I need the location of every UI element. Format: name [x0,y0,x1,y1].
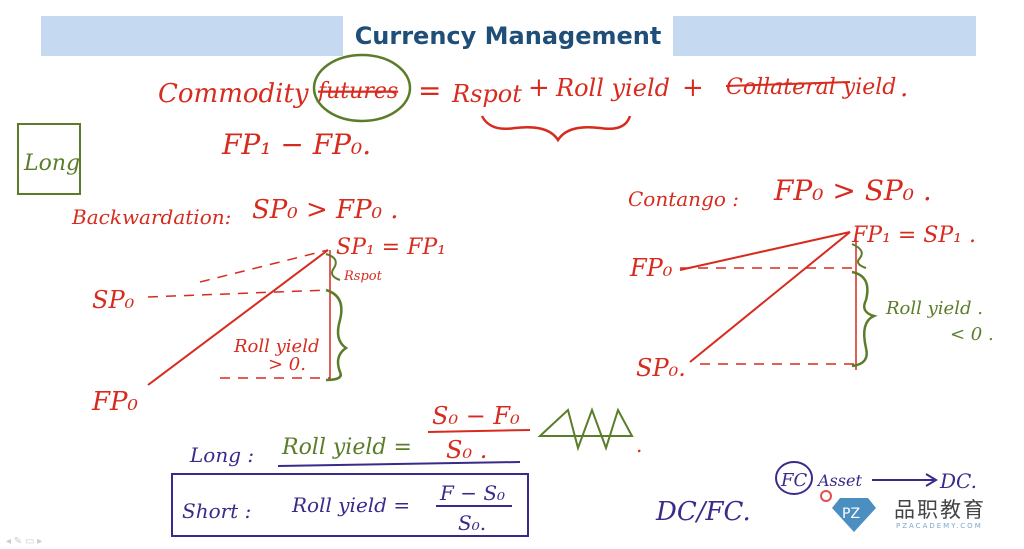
ct-fp0: FP₀ [629,254,673,282]
pointer-dot-icon [820,490,832,502]
eq-plus-1: + [528,73,550,103]
logo-name: 品职教育 [894,498,986,522]
arrow-head-icon [925,473,938,487]
eq-equals: = [418,74,441,107]
bw-fp0: FP₀ [91,387,139,417]
pz-diamond-icon: PZ [832,498,876,532]
long-underline [277,461,521,467]
bw-sp-dash-2 [147,289,329,298]
bw-fp-line [147,249,329,386]
eq-collateral-yield: Collateral yield [726,75,896,100]
slide-nav-controls[interactable]: ◂ ✎ ▭ ▸ [6,536,43,547]
eq-dot: . [900,73,908,103]
ct-fp-line [679,231,851,271]
long-label: Long : [189,443,254,467]
fp-difference: FP₁ − FP₀. [221,128,371,161]
futures-circle [312,53,412,123]
eq-commodity: Commodity [158,79,309,109]
ct-top-brace [851,243,867,269]
fc-asset: Asset [816,471,862,490]
short-box [171,473,529,537]
svg-text:PZ: PZ [842,506,860,522]
dc-fc-label: DC/FC. [655,497,751,527]
long-fraction-bar [427,429,531,433]
ct-sp0: SP₀. [636,354,686,382]
header-bar-left [41,16,343,56]
eq-roll-yield: Roll yield [555,74,670,102]
header-bar-right [673,16,976,56]
slide-title: Currency Management [354,22,662,50]
collateral-strike [725,81,851,87]
eq-plus-2: + [682,73,704,103]
long-box-label: Long [23,151,80,176]
stars-dot: . [636,433,642,457]
roll-yield-brace [480,115,632,143]
long-denominator: S₀ . [446,436,487,464]
bw-rspot-brace [325,253,341,281]
bw-sp1-fp1: SP₁ = FP₁ [336,235,446,260]
short-formula: Roll yield = [291,493,410,517]
academy-logo: PZ 品职教育 PZACADEMY.COM [832,492,1002,542]
fc-circle-label: FC [780,470,807,491]
ct-fp1-sp1: FP₁ = SP₁ . [851,223,976,248]
long-formula: Roll yield = [281,435,412,460]
fc-arrow-dc: DC. [939,469,977,493]
ct-roll-yield: Roll yield . [885,298,983,319]
bw-sp-dash-1 [199,249,329,283]
bw-roll-yield: Roll yield [233,336,319,357]
backwardation-label: Backwardation: [71,205,231,229]
ct-lt-zero: < 0 . [950,324,994,345]
long-numerator: S₀ − F₀ [432,402,520,430]
backwardation-condition: SP₀ > FP₀ . [252,195,399,225]
contango-condition: FP₀ > SP₀ . [773,174,932,207]
stars-icon [537,407,634,452]
short-denominator: S₀. [458,511,486,535]
eq-futures: futures [316,79,398,104]
eq-rspot: Rspot [451,80,522,108]
ct-roll-brace [851,270,878,368]
fc-circle [775,461,813,495]
logo-url: PZACADEMY.COM [896,522,983,530]
bw-rspot: Rspot [343,269,383,284]
short-label: Short : [182,499,251,523]
bw-roll-brace [325,288,349,382]
bw-sp0: SP₀ [92,286,135,314]
bw-gt-zero: > 0. [268,354,306,375]
long-box [17,123,81,195]
short-numerator: F − S₀ [439,481,505,505]
contango-label: Contango : [628,187,739,211]
ct-sp-line [689,231,851,363]
